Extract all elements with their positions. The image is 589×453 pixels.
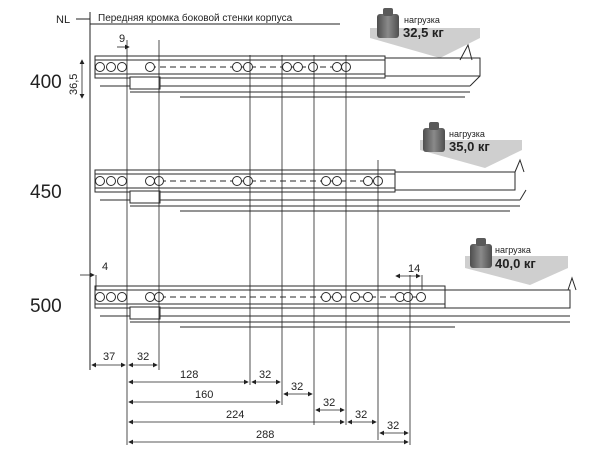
extension-lines: [95, 40, 423, 445]
dim-37: 37: [103, 351, 115, 363]
edge-caption: Передняя кромка боковой стенки корпуса: [98, 12, 293, 24]
load-label-500: нагрузка: [495, 245, 531, 255]
dim-32-a: 32: [259, 369, 271, 381]
dim-288: 288: [256, 429, 274, 441]
dim-32-b: 32: [291, 381, 303, 393]
dim-224: 224: [226, 409, 244, 421]
load-label-400: нагрузка: [404, 15, 440, 25]
load-value-400: 32,5 кг: [403, 25, 444, 40]
dimension-chain: [91, 362, 409, 445]
dim-32-c: 32: [323, 397, 335, 409]
dim-4: 4: [102, 261, 108, 273]
load-badge-500: нагрузка 40,0 кг: [465, 238, 568, 285]
load-value-450: 35,0 кг: [449, 139, 490, 154]
dim-9: 9: [119, 33, 125, 45]
dim-128: 128: [180, 369, 198, 381]
nl-label: NL: [56, 14, 70, 26]
load-badge-400: нагрузка 32,5 кг: [370, 8, 480, 58]
dim-36-5: 36,5: [68, 74, 80, 95]
dim-14: 14: [408, 263, 420, 275]
load-value-500: 40,0 кг: [495, 256, 536, 271]
load-badge-450: нагрузка 35,0 кг: [420, 122, 522, 168]
runner-500: [94, 276, 577, 328]
dim-160: 160: [195, 389, 213, 401]
dim-front-32: 32: [137, 351, 149, 363]
runner-length-400: 400: [30, 72, 62, 93]
runner-length-450: 450: [30, 182, 62, 203]
dim-32-e: 32: [387, 420, 399, 432]
load-label-450: нагрузка: [449, 129, 485, 139]
dim-32-d: 32: [355, 409, 367, 421]
runner-length-500: 500: [30, 296, 62, 317]
runner-450: [94, 158, 527, 212]
